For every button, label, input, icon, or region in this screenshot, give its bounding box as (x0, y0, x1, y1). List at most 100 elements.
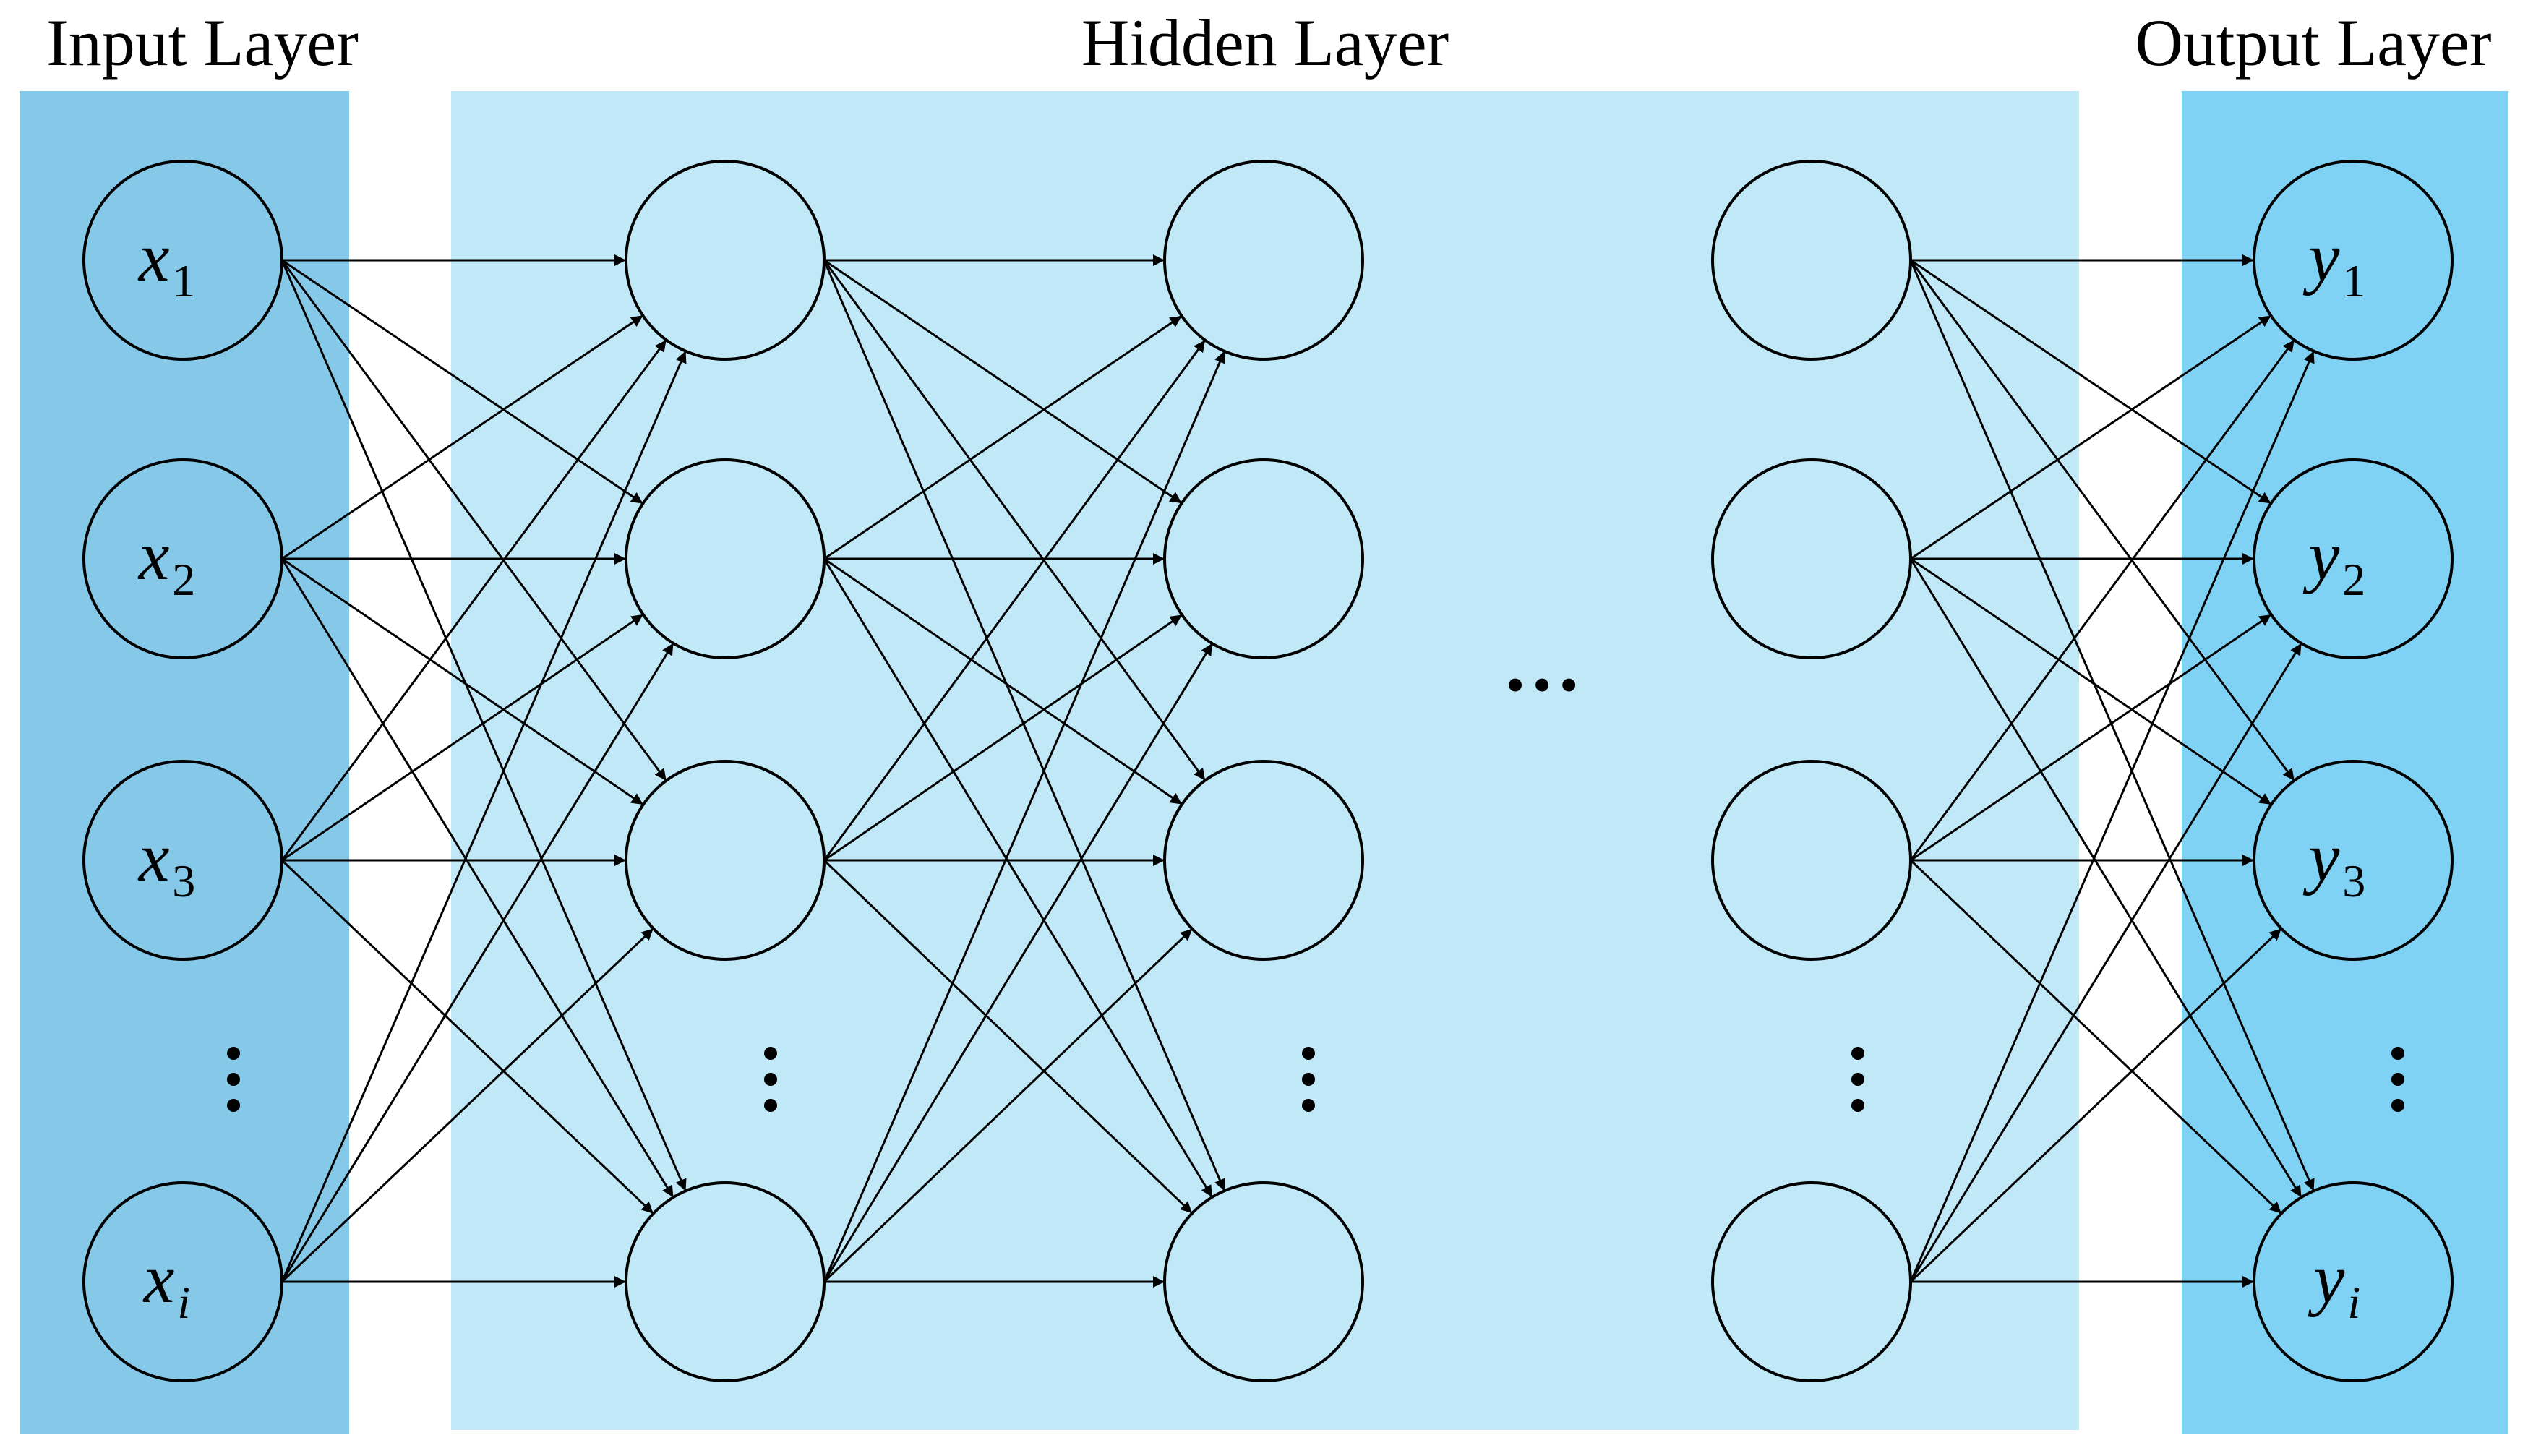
vertical-ellipsis-dot (2391, 1073, 2404, 1086)
connection-line (1909, 260, 2315, 1191)
connection-line (280, 558, 674, 1198)
connection-line (1909, 339, 2295, 861)
vertical-ellipsis-dot (1302, 1073, 1315, 1086)
connection-line (280, 351, 687, 1282)
vertical-ellipsis-dot (764, 1099, 777, 1112)
connection-line (823, 558, 1214, 1198)
neuron-circle (1163, 160, 1364, 361)
connection-line (280, 260, 687, 1191)
connection-line (823, 614, 1183, 862)
connection-line (823, 260, 1226, 1191)
neuron-label: x1 (137, 218, 196, 307)
hidden-neuron (1711, 160, 1912, 361)
vertical-ellipsis-dot (764, 1047, 777, 1060)
connection-line (823, 859, 1194, 1215)
connection-line (1909, 260, 2295, 781)
hidden-neuron (625, 160, 826, 361)
vertical-ellipsis-dot (227, 1073, 240, 1086)
connection-line (1909, 928, 2282, 1283)
neuron-circle (1711, 1181, 1912, 1382)
connection-line (1910, 259, 2272, 505)
connection-line (281, 613, 644, 862)
connection-line (1910, 314, 2272, 560)
connection-line (823, 643, 1214, 1282)
neuron-circle (2253, 160, 2454, 361)
vertical-ellipsis-dot (1302, 1047, 1315, 1060)
connection-line (281, 314, 644, 560)
neuron-label: x3 (137, 818, 196, 907)
neuron-circle (1163, 1181, 1364, 1382)
connection-line (823, 314, 1183, 560)
connection-line (280, 643, 674, 1282)
hidden-neuron (1163, 160, 1364, 361)
connection-line (1909, 351, 2315, 1282)
output-neuron: y1 (2253, 160, 2454, 361)
hidden-neuron (1163, 458, 1364, 659)
vertical-ellipsis-dot (2391, 1047, 2404, 1060)
output-layer-heading: Output Layer (2135, 6, 2491, 80)
input-neuron: x2 (82, 458, 283, 659)
neuron-circle (1163, 458, 1364, 659)
output-neuron: yi (2253, 1181, 2454, 1382)
neuron-circle (625, 760, 826, 961)
vertical-ellipsis-dot (1851, 1099, 1864, 1112)
neuron-circle (2253, 1181, 2454, 1382)
neuron-circle (82, 458, 283, 659)
hidden-layer-heading: Hidden Layer (1081, 6, 1449, 80)
horizontal-ellipsis: … (1502, 620, 1582, 708)
neuron-circle (1711, 458, 1912, 659)
hidden-neuron (1711, 1181, 1912, 1382)
neuron-circle (82, 760, 283, 961)
neuron-circle (625, 458, 826, 659)
hidden-neuron (1163, 760, 1364, 961)
input-neuron: x3 (82, 760, 283, 961)
neuron-circle (625, 1181, 826, 1382)
neuron-circle (625, 160, 826, 361)
hidden-neuron (625, 1181, 826, 1382)
vertical-ellipsis-dot (227, 1047, 240, 1060)
connection-line (281, 557, 644, 806)
connection-line (1909, 558, 2302, 1198)
hidden-neuron (625, 458, 826, 659)
neurons: x1 x2 x3 xi y1 y2 y3 yi (82, 160, 2454, 1382)
connection-line (280, 260, 667, 781)
connection-line (280, 339, 667, 861)
neuron-circle (2253, 458, 2454, 659)
connection-line (1909, 859, 2282, 1215)
connection-line (1910, 557, 2272, 806)
connection-line (823, 260, 1207, 781)
connection-line (823, 928, 1194, 1283)
output-neuron: y2 (2253, 458, 2454, 659)
neuron-circle (82, 1181, 283, 1382)
neuron-circle (1711, 160, 1912, 361)
vertical-ellipsis-dot (1851, 1047, 1864, 1060)
connection-line (823, 339, 1207, 861)
vertical-ellipsis-dot (2391, 1099, 2404, 1112)
connection-line (280, 859, 654, 1215)
connection-line (1909, 643, 2302, 1282)
hidden-neuron (1711, 760, 1912, 961)
hidden-neuron (1711, 458, 1912, 659)
neuron-circle (2253, 760, 2454, 961)
ellipsis-markers (227, 1047, 2404, 1112)
neuron-circle (82, 160, 283, 361)
vertical-ellipsis-dot (1302, 1099, 1315, 1112)
vertical-ellipsis-dot (764, 1073, 777, 1086)
input-layer-heading: Input Layer (46, 6, 359, 80)
connection-line (1910, 613, 2272, 862)
output-neuron: y3 (2253, 760, 2454, 961)
neuron-circle (1711, 760, 1912, 961)
vertical-ellipsis-dot (227, 1099, 240, 1112)
hidden-neuron (625, 760, 826, 961)
connection-line (823, 557, 1183, 805)
connection-line (823, 259, 1183, 505)
connection-line (281, 259, 644, 505)
input-neuron: xi (82, 1181, 283, 1382)
connection-line (823, 351, 1226, 1282)
connections (280, 254, 2315, 1288)
hidden-neuron (1163, 1181, 1364, 1382)
neuron-circle (1163, 760, 1364, 961)
connection-line (280, 928, 654, 1283)
